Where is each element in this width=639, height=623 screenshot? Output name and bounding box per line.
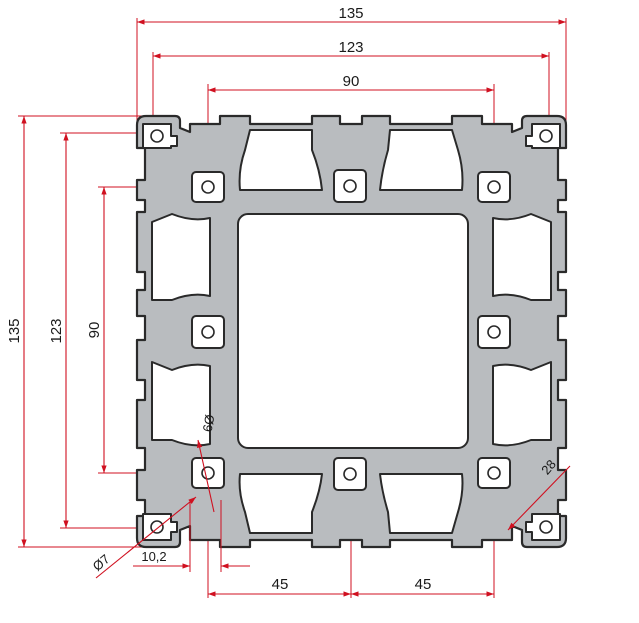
bore-small-label: 6Ø <box>200 413 218 433</box>
pitch-left-label: 45 <box>272 576 289 593</box>
slot-width-label: 123 <box>338 39 363 56</box>
dimension-overall-height: 135 <box>6 116 27 547</box>
dimension-slot-height: 123 <box>48 133 69 528</box>
dimension-pitch-right: 45 <box>351 576 494 597</box>
pitch-right-label: 45 <box>415 576 432 593</box>
core-width-label: 90 <box>343 73 360 90</box>
overall-height-label: 135 <box>6 318 23 343</box>
overall-width-label: 135 <box>338 5 363 22</box>
slot-nodes <box>142 123 561 541</box>
dimension-overall-width: 135 <box>137 5 566 25</box>
dimension-slot-width: 123 <box>153 39 549 59</box>
dimension-pitch-left: 45 <box>208 576 351 597</box>
slot-height-label: 123 <box>48 318 65 343</box>
dimension-core-width: 90 <box>208 73 494 93</box>
slot-opening-label: 10,2 <box>141 549 166 564</box>
dimension-slot-opening: 10,2 <box>133 500 250 572</box>
aluminium-profile <box>135 114 568 549</box>
bore-large-label: Ø7 <box>90 551 113 574</box>
dimension-core-height: 90 <box>86 187 107 473</box>
dimension-bore-small: 6Ø <box>197 413 218 513</box>
core-height-label: 90 <box>86 322 103 339</box>
